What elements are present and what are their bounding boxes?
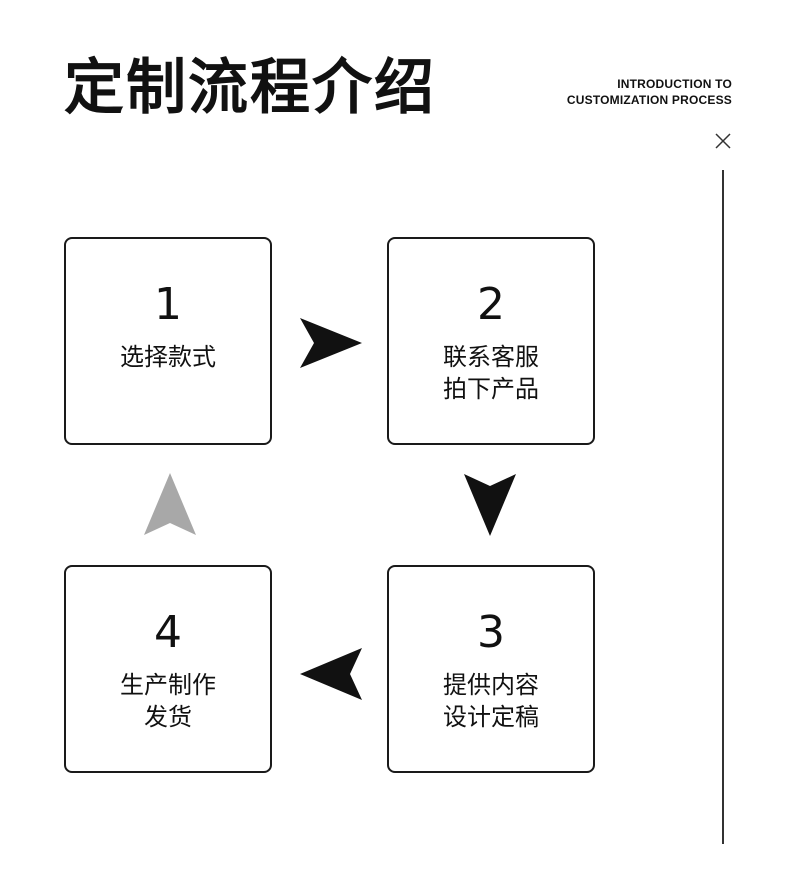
step-2-label-line-1: 联系客服	[443, 343, 539, 371]
step-3-number: 3	[477, 607, 505, 658]
step-4-number: 4	[154, 607, 182, 658]
step-4-label-line-1: 生产制作	[120, 671, 216, 699]
step-2-label-line-2: 拍下产品	[443, 375, 539, 403]
step-1-number: 1	[154, 279, 182, 330]
arrow-up-icon	[144, 473, 196, 535]
subtitle-line-1: INTRODUCTION TO	[617, 77, 732, 91]
step-4-label: 生产制作 发货	[120, 669, 216, 733]
step-3-label: 提供内容 设计定稿	[443, 669, 539, 733]
vertical-divider	[722, 170, 724, 844]
arrow-right-icon	[300, 318, 362, 368]
step-3-label-line-2: 设计定稿	[443, 703, 539, 731]
page-subtitle: INTRODUCTION TO CUSTOMIZATION PROCESS	[567, 76, 732, 108]
step-4-box: 4 生产制作 发货	[64, 565, 272, 773]
step-1-box: 1 选择款式	[64, 237, 272, 445]
step-4-label-line-2: 发货	[144, 703, 192, 731]
arrow-down-icon	[464, 474, 516, 536]
step-3-label-line-1: 提供内容	[443, 671, 539, 699]
step-1-label-line-1: 选择款式	[120, 343, 216, 371]
step-3-box: 3 提供内容 设计定稿	[387, 565, 595, 773]
arrow-left-icon	[300, 648, 362, 700]
step-1-label: 选择款式	[120, 341, 216, 373]
step-2-box: 2 联系客服 拍下产品	[387, 237, 595, 445]
step-2-label: 联系客服 拍下产品	[443, 341, 539, 405]
page-title: 定制流程介绍	[64, 53, 436, 123]
step-2-number: 2	[477, 279, 505, 330]
subtitle-line-2: CUSTOMIZATION PROCESS	[566, 93, 732, 107]
close-icon[interactable]	[713, 131, 733, 151]
